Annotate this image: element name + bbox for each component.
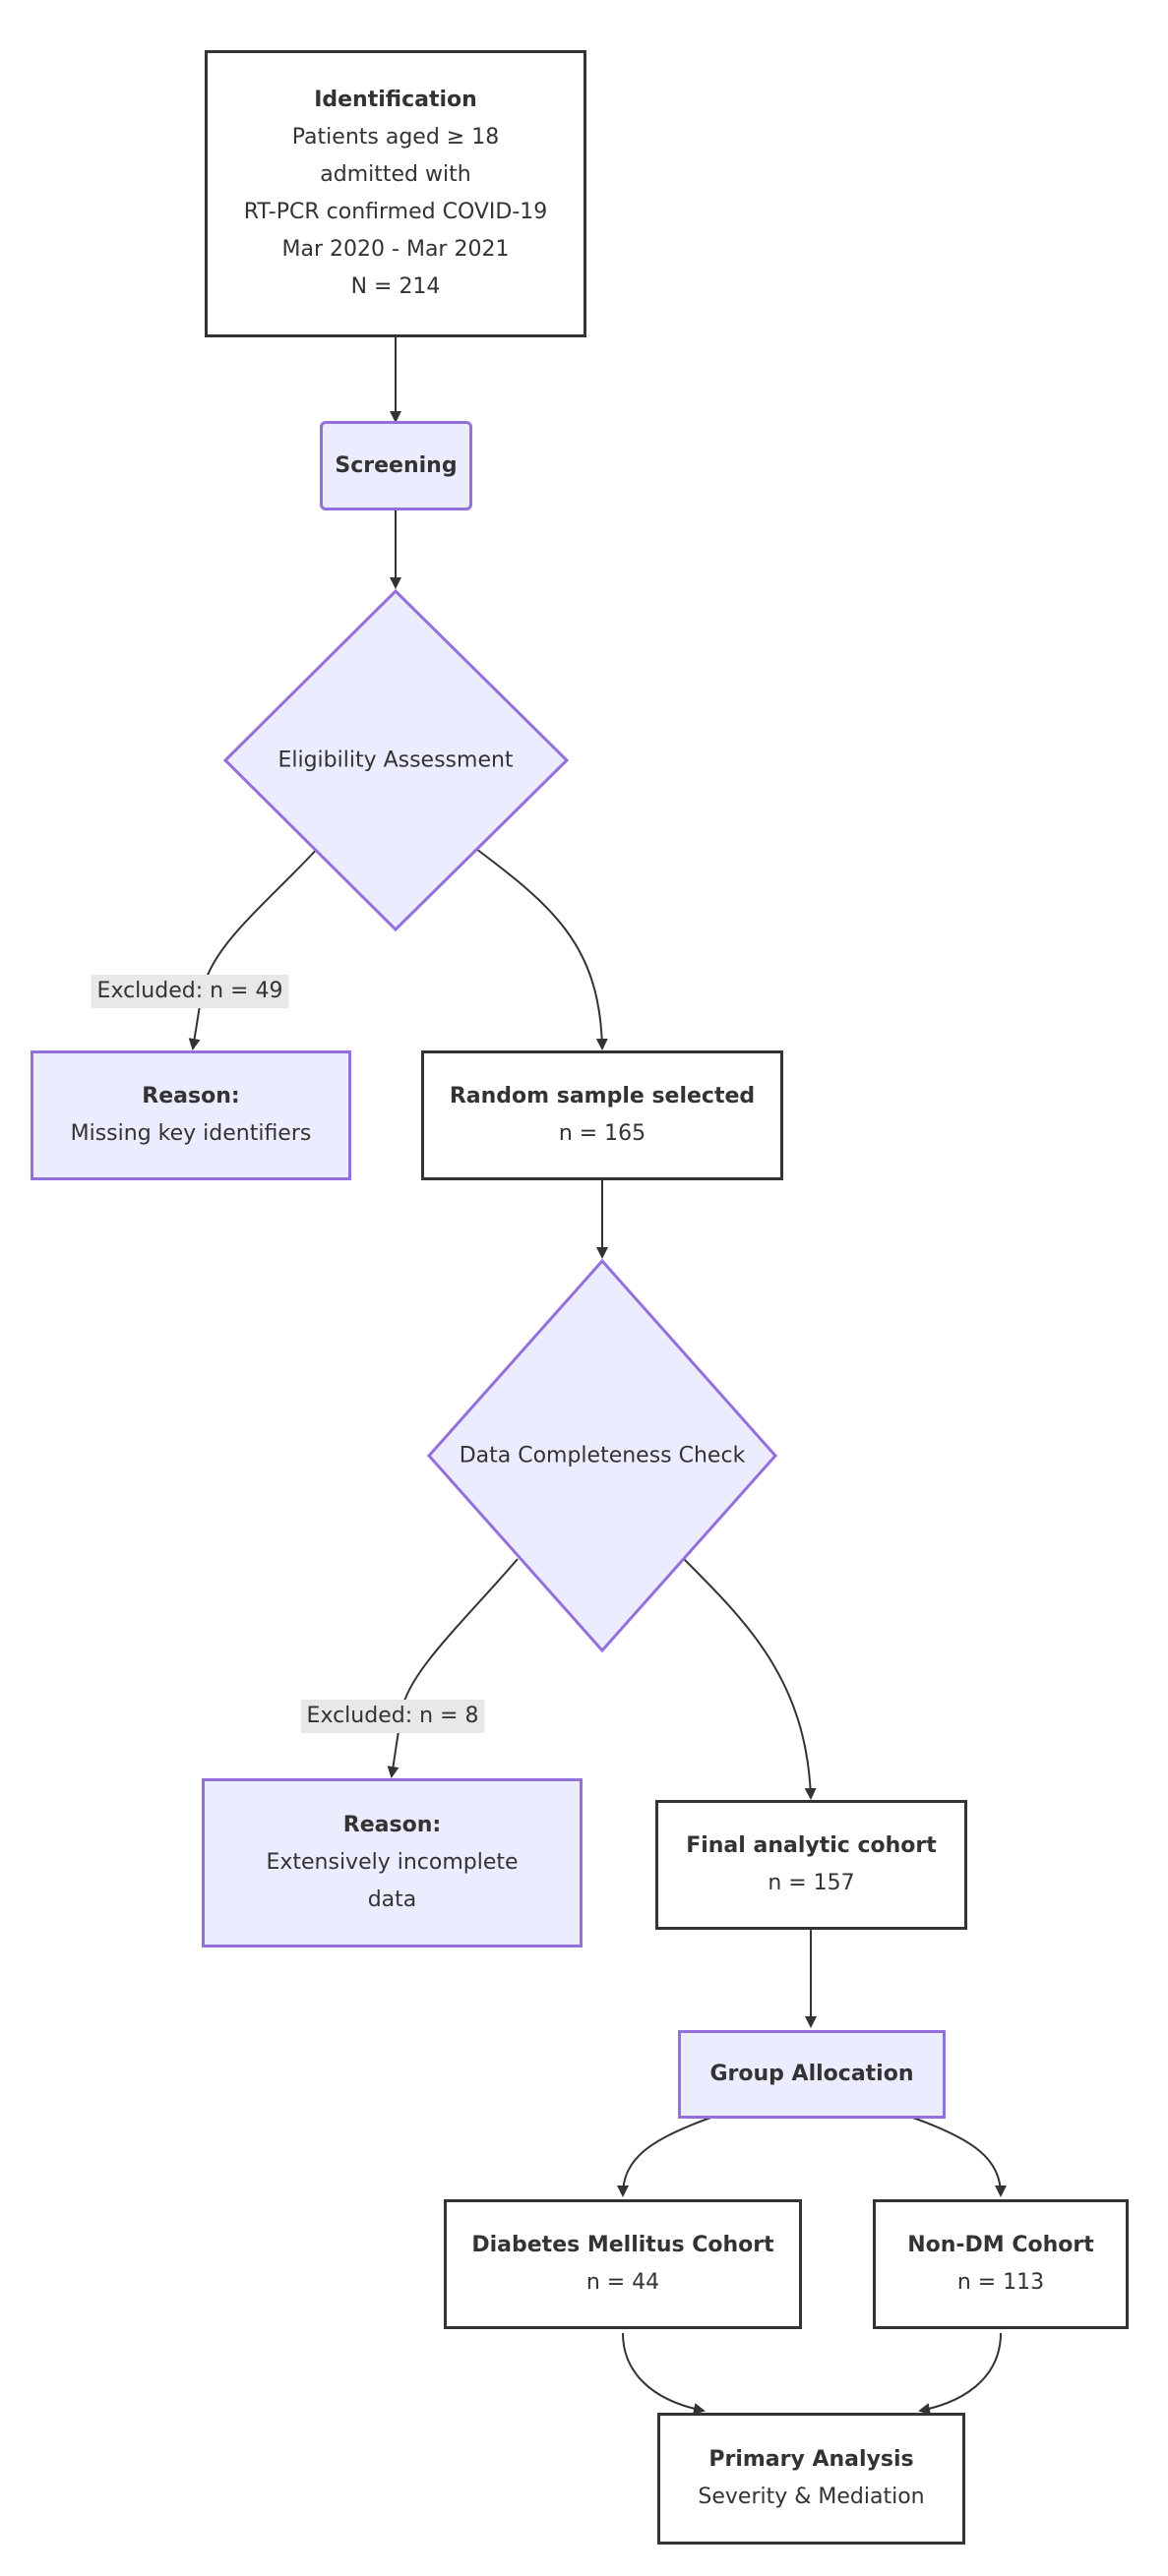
identification-line: RT-PCR confirmed COVID-19 bbox=[243, 200, 548, 224]
eligibility-decision-shape bbox=[222, 588, 570, 932]
reason-title-1: Reason: bbox=[142, 1084, 240, 1108]
identification-line: Mar 2020 - Mar 2021 bbox=[281, 237, 510, 262]
random-sample-title: Random sample selected bbox=[449, 1084, 756, 1108]
dm-cohort-box: Diabetes Mellitus Cohort n = 44 bbox=[444, 2199, 802, 2329]
random-sample-box: Random sample selected n = 165 bbox=[421, 1050, 783, 1180]
final-cohort-title: Final analytic cohort bbox=[686, 1833, 937, 1858]
non-dm-cohort-n: n = 113 bbox=[956, 2270, 1045, 2295]
reason-line-2: data bbox=[367, 1887, 417, 1912]
screening-title: Screening bbox=[335, 452, 458, 478]
identification-line: Patients aged ≥ 18 bbox=[291, 125, 500, 150]
completeness-decision-shape bbox=[426, 1258, 778, 1653]
reason-box-2: Reason: Extensively incomplete data bbox=[202, 1778, 583, 1947]
reason-line-2: Extensively incomplete bbox=[266, 1850, 519, 1875]
excluded-label-2: Excluded: n = 8 bbox=[300, 1700, 485, 1733]
screening-box: Screening bbox=[320, 421, 472, 510]
identification-title: Identification bbox=[314, 88, 477, 112]
edge-nondm-primary bbox=[918, 2332, 1002, 2415]
completeness-label: Data Completeness Check bbox=[459, 1443, 746, 1468]
reason-line-1: Missing key identifiers bbox=[70, 1121, 312, 1146]
final-cohort-box: Final analytic cohort n = 157 bbox=[655, 1800, 967, 1930]
non-dm-cohort-box: Non-DM Cohort n = 113 bbox=[873, 2199, 1129, 2329]
non-dm-cohort-title: Non-DM Cohort bbox=[907, 2233, 1094, 2257]
edge-eligibility-random bbox=[471, 845, 608, 1050]
dm-cohort-title: Diabetes Mellitus Cohort bbox=[471, 2233, 774, 2257]
primary-analysis-box: Primary Analysis Severity & Mediation bbox=[657, 2413, 965, 2545]
edge-completeness-reason2 bbox=[387, 1558, 519, 1778]
edge-group-nondm bbox=[909, 2116, 1007, 2197]
primary-analysis-line: Severity & Mediation bbox=[698, 2485, 925, 2509]
group-allocation-box: Group Allocation bbox=[678, 2030, 946, 2119]
identification-line: N = 214 bbox=[350, 274, 441, 299]
final-cohort-n: n = 157 bbox=[768, 1871, 855, 1895]
edge-dm-primary bbox=[622, 2332, 706, 2415]
group-allocation-title: Group Allocation bbox=[709, 2062, 914, 2086]
identification-line: admitted with bbox=[320, 162, 471, 187]
edge-group-dm bbox=[617, 2116, 714, 2197]
identification-box: Identification Patients aged ≥ 18 admitt… bbox=[205, 50, 586, 337]
dm-cohort-n: n = 44 bbox=[585, 2270, 660, 2295]
reason-title-2: Reason: bbox=[342, 1813, 442, 1837]
edge-completeness-final bbox=[683, 1558, 817, 1800]
excluded-label-1: Excluded: n = 49 bbox=[91, 975, 289, 1008]
reason-box-1: Reason: Missing key identifiers bbox=[31, 1050, 351, 1180]
eligibility-label: Eligibility Assessment bbox=[277, 748, 514, 773]
edge-eligibility-reason1 bbox=[188, 845, 321, 1050]
random-sample-n: n = 165 bbox=[558, 1121, 646, 1146]
primary-analysis-title: Primary Analysis bbox=[708, 2447, 914, 2472]
